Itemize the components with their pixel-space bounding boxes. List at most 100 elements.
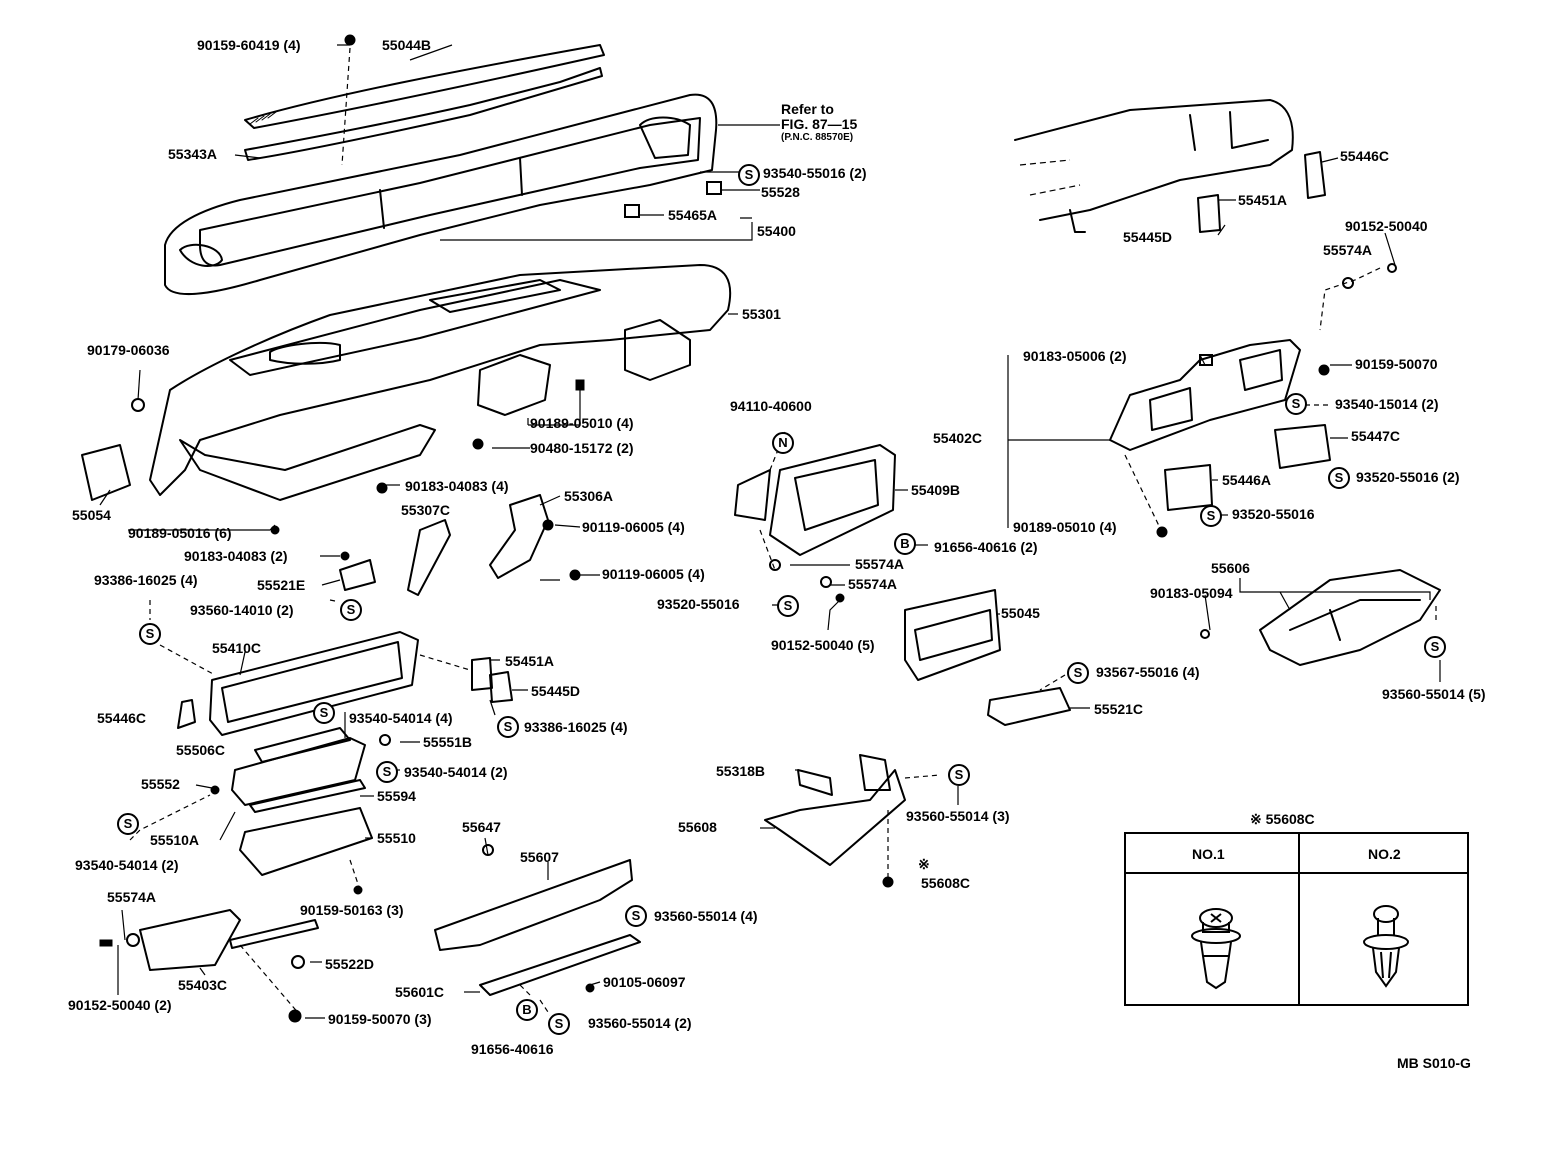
- part-label: 91656-40616: [471, 1041, 554, 1057]
- part-55506c-box: [231, 737, 366, 806]
- part-label: 55607: [520, 849, 559, 865]
- part-label: 55506C: [176, 742, 226, 758]
- part-label: 90152-50040 (2): [68, 997, 172, 1013]
- part-55301-dashboard: [149, 264, 732, 496]
- reference-note: Refer to FIG. 87—15 (P.N.C. 88570E): [781, 101, 857, 144]
- part-label: 55574A: [1323, 242, 1373, 258]
- reference-line-1: Refer to: [781, 101, 834, 117]
- part-label: 93560-55014 (2): [588, 1015, 692, 1031]
- part-label: 55403C: [178, 977, 228, 993]
- part-label: 55409B: [911, 482, 961, 498]
- part-label: 55521E: [257, 577, 306, 593]
- spec-s-symbol: S: [948, 764, 970, 786]
- part-label: 90105-06097: [603, 974, 686, 990]
- part-55510-door: [239, 807, 373, 876]
- inset-title: ※ 55608C: [1250, 811, 1315, 827]
- spec-s-symbol: S: [139, 623, 161, 645]
- part-label: 55410C: [212, 640, 262, 656]
- part-label: 55054: [72, 507, 111, 523]
- part-label: 55306A: [564, 488, 614, 504]
- asterisk-mark: ※: [918, 856, 930, 872]
- spec-s-symbol: S: [1200, 505, 1222, 527]
- part-label: 90189-05010 (4): [1013, 519, 1117, 535]
- part-label: 93540-15014 (2): [1335, 396, 1439, 412]
- part-55044b-garnish: [244, 44, 605, 129]
- part-label: 93540-54014 (4): [349, 710, 453, 726]
- spec-s-symbol: S: [1424, 636, 1446, 658]
- part-label: 55445D: [531, 683, 581, 699]
- part-55343a-trim: [244, 67, 603, 161]
- part-label: 94110-40600: [730, 398, 812, 414]
- part-label: 55594: [377, 788, 416, 804]
- spec-s-symbol: S: [625, 905, 647, 927]
- part-label: 93520-55016: [657, 596, 740, 612]
- spec-s-symbol: S: [777, 595, 799, 617]
- inset-divider-vertical: [1298, 834, 1300, 1004]
- part-55306a-bracket: [489, 494, 549, 579]
- part-label: 55446C: [1340, 148, 1390, 164]
- part-55410c-lid: [209, 631, 419, 736]
- part-label: 55521C: [1094, 701, 1144, 717]
- part-55054-end-cap: [81, 444, 131, 501]
- part-55606-duct: [1259, 569, 1441, 666]
- part-label: 90183-04083 (4): [405, 478, 509, 494]
- part-55446a: [1164, 464, 1213, 511]
- inset-divider-horizontal: [1126, 872, 1467, 874]
- part-label: 93560-55014 (3): [906, 808, 1010, 824]
- part-label: 55465A: [668, 207, 718, 223]
- part-label: 55574A: [848, 576, 898, 592]
- part-label: 55445D: [1123, 229, 1173, 245]
- inset-table: NO.1 NO.2: [1124, 832, 1469, 1006]
- part-55403c: [139, 909, 241, 971]
- inset-col-no2: NO.2: [1368, 846, 1401, 862]
- part-label: 55447C: [1351, 428, 1401, 444]
- part-label: 90179-06036: [87, 342, 170, 358]
- spec-s-symbol: S: [1067, 662, 1089, 684]
- part-label: 93560-14010 (2): [190, 602, 294, 618]
- spec-s-symbol: S: [1285, 393, 1307, 415]
- part-label: 55402C: [933, 430, 983, 446]
- part-label: 90159-60419 (4): [197, 37, 301, 53]
- part-label: 91656-40616 (2): [934, 539, 1038, 555]
- part-55521e: [339, 559, 376, 591]
- fastener: [344, 34, 356, 46]
- part-55400-upper-panel: [164, 93, 718, 295]
- spec-s-symbol: S: [340, 599, 362, 621]
- part-label: 55608: [678, 819, 717, 835]
- part-label: 55400: [757, 223, 796, 239]
- part-label: 55606: [1211, 560, 1250, 576]
- part-55607: [434, 859, 633, 951]
- spec-n-symbol: N: [772, 432, 794, 454]
- clip-no1-icon: [1191, 908, 1241, 990]
- part-label: 93540-55016 (2): [763, 165, 867, 181]
- part-label: 93386-16025 (4): [524, 719, 628, 735]
- part-55307c-bracket: [407, 519, 451, 596]
- part-label: 55510: [377, 830, 416, 846]
- spec-b-symbol: B: [894, 533, 916, 555]
- part-label: 90183-05094: [1150, 585, 1233, 601]
- part-label: 55552: [141, 776, 180, 792]
- part-label: 93540-54014 (2): [75, 857, 179, 873]
- part-55409b-bezel: [769, 444, 896, 556]
- part-label: 55522D: [325, 956, 375, 972]
- part-label: 55045: [1001, 605, 1040, 621]
- inset-col-no1: NO.1: [1192, 846, 1225, 862]
- part-label: 90152-50040: [1345, 218, 1428, 234]
- part-label: 55446C: [97, 710, 147, 726]
- drawing-code: MB S010-G: [1397, 1055, 1471, 1071]
- part-label: 55574A: [107, 889, 157, 905]
- spec-s-symbol: S: [376, 761, 398, 783]
- part-label: 93567-55016 (4): [1096, 664, 1200, 680]
- part-label: 93520-55016 (2): [1356, 469, 1460, 485]
- spec-s-symbol: S: [1328, 467, 1350, 489]
- part-dashboard-reference: [1014, 99, 1294, 221]
- part-label: 55301: [742, 306, 781, 322]
- spec-s-symbol: S: [738, 164, 760, 186]
- part-label: 55451A: [505, 653, 555, 669]
- spec-b-symbol: B: [516, 999, 538, 1021]
- part-label: 55044B: [382, 37, 432, 53]
- part-label: 90159-50070 (3): [328, 1011, 432, 1027]
- part-label: 55343A: [168, 146, 218, 162]
- part-label: 90119-06005 (4): [602, 566, 705, 582]
